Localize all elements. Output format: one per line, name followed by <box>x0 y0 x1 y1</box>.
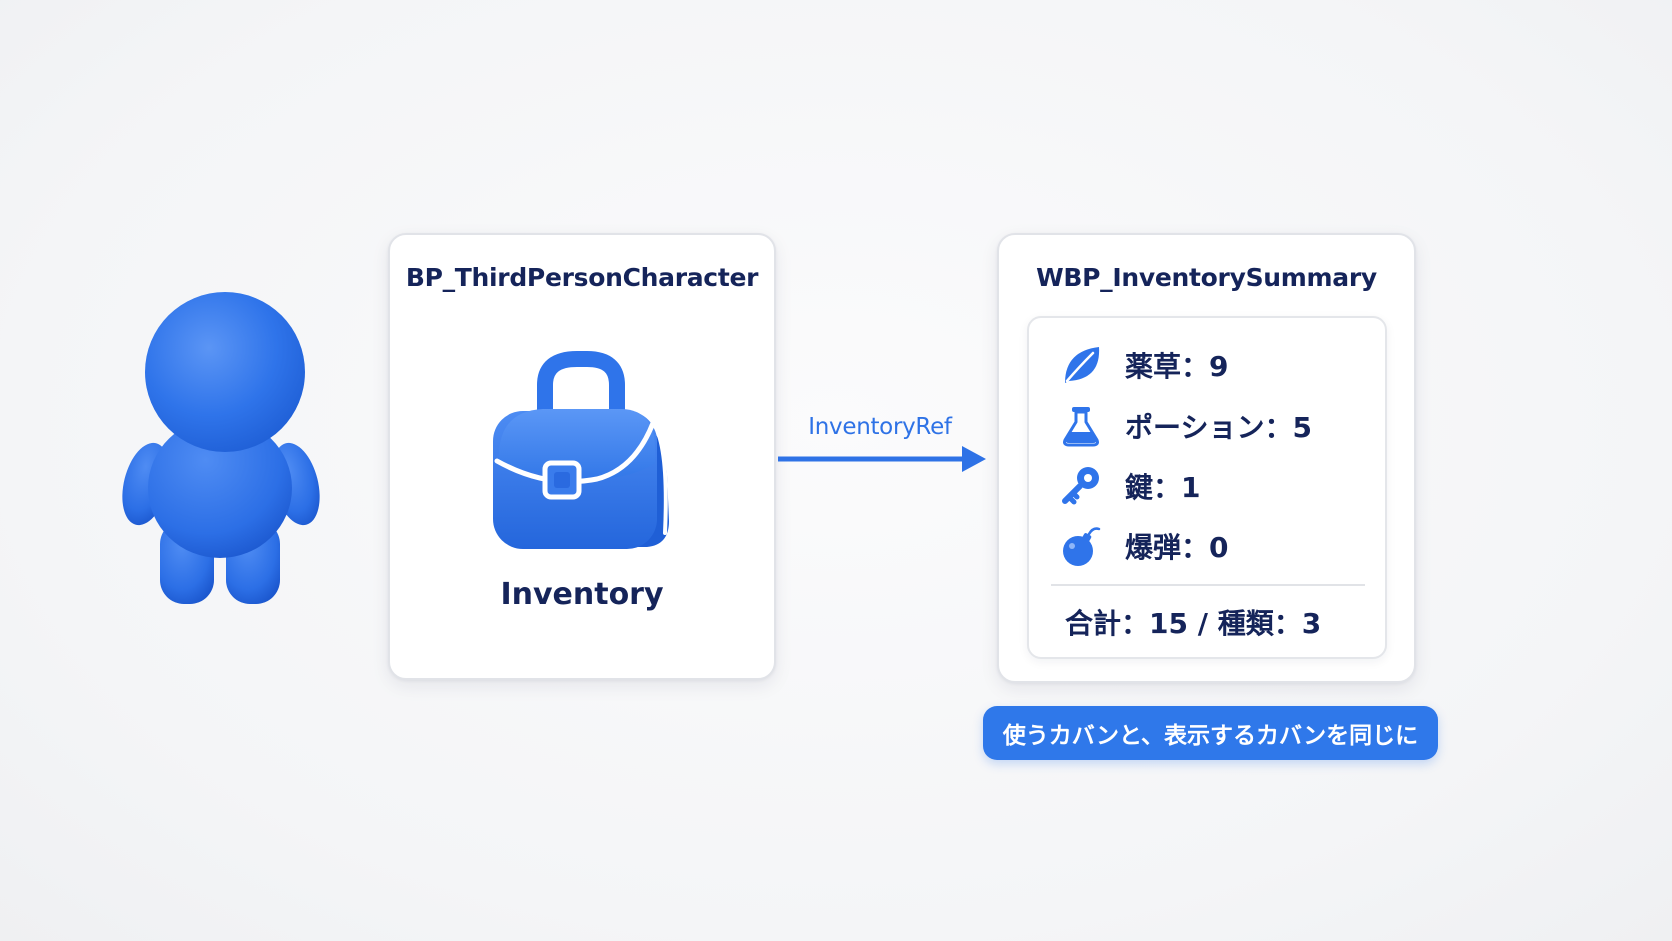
backpack-icon <box>487 345 673 555</box>
source-blueprint-card: BP_ThirdPersonCharacter <box>388 233 776 680</box>
list-item: 薬草：9 <box>1059 342 1228 388</box>
list-item: ポーション：5 <box>1059 403 1312 449</box>
item-count-key: 鍵：1 <box>1125 471 1201 504</box>
summary-divider <box>1051 584 1365 586</box>
caption-badge: 使うカバンと、表示するカバンを同じに <box>983 706 1438 760</box>
item-count-herb: 薬草：9 <box>1125 350 1229 383</box>
key-icon <box>1059 464 1103 508</box>
reference-arrow-label: InventoryRef <box>808 414 952 440</box>
bomb-icon <box>1059 524 1103 568</box>
list-item: 鍵：1 <box>1059 463 1200 509</box>
source-card-title: BP_ThirdPersonCharacter <box>405 263 759 292</box>
summary-card-title: WBP_InventorySummary <box>1036 263 1377 292</box>
inventory-component-label: Inventory <box>500 577 664 612</box>
reference-arrow <box>778 444 988 474</box>
item-count-potion: ポーション：5 <box>1125 411 1312 444</box>
inventory-summary-panel: 薬草：9 ポーション：5 <box>1027 316 1387 659</box>
item-count-bomb: 爆弾：0 <box>1125 531 1229 564</box>
character-figure-icon <box>122 292 322 612</box>
list-item: 爆弾：0 <box>1059 523 1228 569</box>
summary-widget-card: WBP_InventorySummary 薬草：9 <box>997 233 1416 683</box>
inventory-total: 合計：15 / 種類：3 <box>1065 607 1322 640</box>
flask-icon <box>1059 404 1103 448</box>
leaf-icon <box>1059 343 1103 387</box>
